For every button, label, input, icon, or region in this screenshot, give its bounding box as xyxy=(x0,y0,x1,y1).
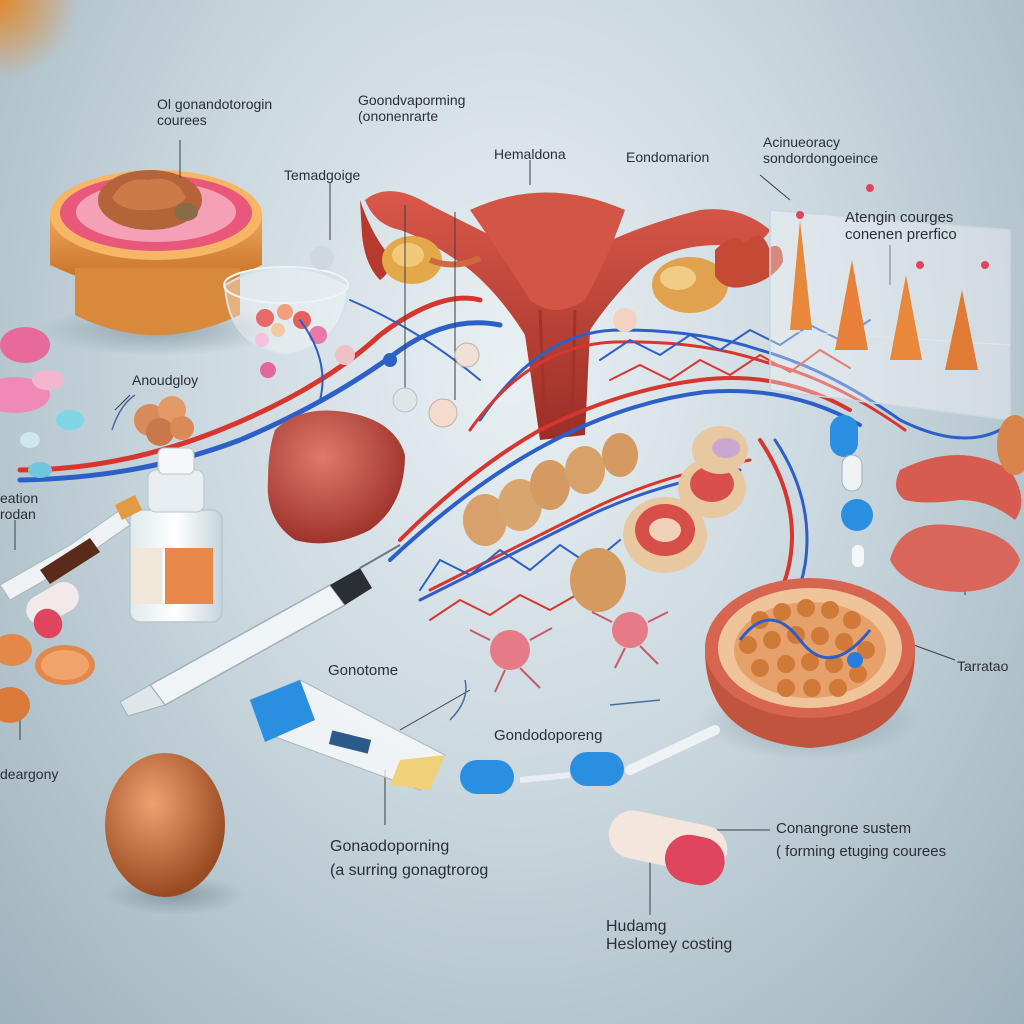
label-gondodoporeng: Gondodoporeng xyxy=(494,727,603,744)
sample-tube xyxy=(249,679,446,791)
label-temadgoige: Temadgoige xyxy=(284,167,361,183)
tissue-drum-model xyxy=(40,170,280,356)
vessel-network xyxy=(17,295,1002,662)
corner-glow xyxy=(0,0,80,80)
label-gonadotropin-courses: Ol gonandotorogin courees xyxy=(157,96,273,129)
label-gonadoporning: Gonaodoporning (a surring gonagtrorog xyxy=(330,838,489,880)
label-hudamg: Hudamg Heslomey costing xyxy=(606,918,733,954)
egg-shape xyxy=(105,753,245,915)
pills-left xyxy=(0,327,95,723)
label-deargony: deargony xyxy=(0,766,59,782)
label-eondomarion: Eondomarion xyxy=(626,149,710,165)
liver-organ xyxy=(267,410,405,544)
label-anoudgloy: Anoudgloy xyxy=(132,372,199,388)
label-acineracy: Acinueoracy sondordongoeince xyxy=(763,134,879,167)
uterus xyxy=(360,191,783,440)
label-goondvaporming: Goondvaporming (ononenrarte xyxy=(358,92,466,125)
medicine-vial xyxy=(129,447,223,623)
hormone-droplets xyxy=(260,246,637,428)
germ-cells xyxy=(469,611,669,693)
label-tarratao: Tarratao xyxy=(957,658,1009,674)
label-conangrone-sustem: Conangrone sustem ( forming etuging cour… xyxy=(776,820,947,861)
glass-bowl xyxy=(223,266,350,357)
flow-arrows xyxy=(111,394,661,721)
capsules xyxy=(26,415,873,886)
tissue-slices xyxy=(463,426,748,612)
tissue-cross-section xyxy=(700,578,920,760)
hormone-level-chart-model xyxy=(769,184,1011,421)
syringe-left xyxy=(0,495,142,601)
label-atengin-courges: Atengin courges conenen prerfico xyxy=(845,209,957,244)
tissue-cluster xyxy=(134,396,194,446)
kidney-organ xyxy=(890,415,1024,592)
label-gonotome: Gonotome xyxy=(328,662,399,679)
syringe-center xyxy=(119,544,401,717)
label-left-edge: eation rodan xyxy=(0,490,39,523)
label-hemaldona: Hemaldona xyxy=(494,146,566,162)
